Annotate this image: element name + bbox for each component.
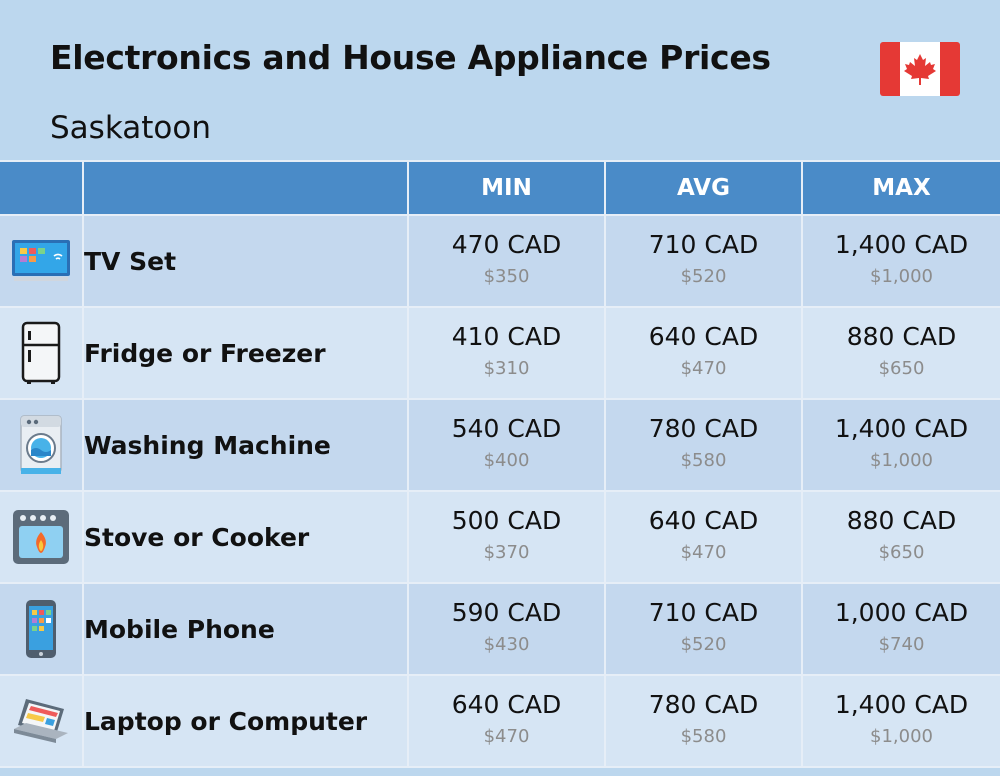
canada-flag-icon [880,42,960,96]
table-row: Washing Machine 540 CAD$400 780 CAD$580 … [0,398,1000,492]
header-max: MAX [801,160,1000,216]
max-usd: $1,000 [870,450,933,471]
avg-usd: $470 [680,358,727,379]
max-cad: 1,400 CAD [834,414,969,443]
min-usd: $350 [483,266,530,287]
city-subtitle: Saskatoon [50,110,211,146]
avg-usd: $470 [680,542,727,563]
avg-usd: $520 [680,634,727,655]
table-row: Mobile Phone 590 CAD $430 710 CAD $520 1,0… [0,582,1000,676]
header-min: MIN [407,160,606,216]
avg-usd: $520 [680,266,727,287]
avg-cad: 710 CAD [648,598,759,627]
page-title: Electronics and House Appliance Prices [50,38,771,77]
max-cad: 880 CAD [846,322,957,351]
laptop-icon [0,695,82,747]
mobile-phone-icon [0,598,82,660]
avg-cad: 780 CAD [648,690,759,719]
item-name: Laptop or Computer [82,674,409,768]
avg-usd: $580 [680,726,727,747]
max-cad: 1,400 CAD [834,690,969,719]
min-usd: $430 [483,634,530,655]
max-usd: $1,000 [870,266,933,287]
table-row: Stove or Cooker 500 CAD$370 640 CAD$470 … [0,490,1000,584]
min-cad: 590 CAD [451,598,562,627]
item-name: Fridge or Freezer [82,306,409,400]
item-name: TV Set [82,214,409,308]
min-usd: $400 [483,450,530,471]
stove-icon [0,508,82,566]
item-name: Washing Machine [82,398,409,492]
table-header-row: MIN AVG MAX [0,160,1000,216]
price-table: MIN AVG MAX [0,160,1000,768]
max-cad: 880 CAD [846,506,957,535]
max-usd: $1,000 [870,726,933,747]
max-cad: 1,000 CAD [834,598,969,627]
min-cad: 470 CAD [451,230,562,259]
min-cad: 640 CAD [451,690,562,719]
min-cad: 500 CAD [451,506,562,535]
max-cad: 1,400 CAD [834,230,969,259]
header-avg: AVG [604,160,803,216]
avg-cad: 640 CAD [648,506,759,535]
max-usd: $650 [878,358,925,379]
avg-cad: 780 CAD [648,414,759,443]
max-usd: $650 [878,542,925,563]
max-usd: $740 [878,634,925,655]
min-usd: $310 [483,358,530,379]
avg-cad: 710 CAD [648,230,759,259]
tv-icon [0,236,82,286]
table-row: TV Set 470 CAD $350 710 CAD $520 1,400 CAD… [0,214,1000,308]
avg-cad: 640 CAD [648,322,759,351]
header-name-cell [82,160,409,216]
header-icon-cell [0,160,84,216]
min-cad: 410 CAD [451,322,562,351]
min-usd: $470 [483,726,530,747]
item-name: Stove or Cooker [82,490,409,584]
avg-usd: $580 [680,450,727,471]
min-cad: 540 CAD [451,414,562,443]
item-name: Mobile Phone [82,582,409,676]
table-row: Fridge or Freezer 410 CAD $310 640 CAD $47… [0,306,1000,400]
washing-machine-icon [0,414,82,476]
table-row: Laptop or Computer 640 CAD $470 780 CAD $5… [0,674,1000,768]
min-usd: $370 [483,542,530,563]
fridge-icon [0,321,82,385]
